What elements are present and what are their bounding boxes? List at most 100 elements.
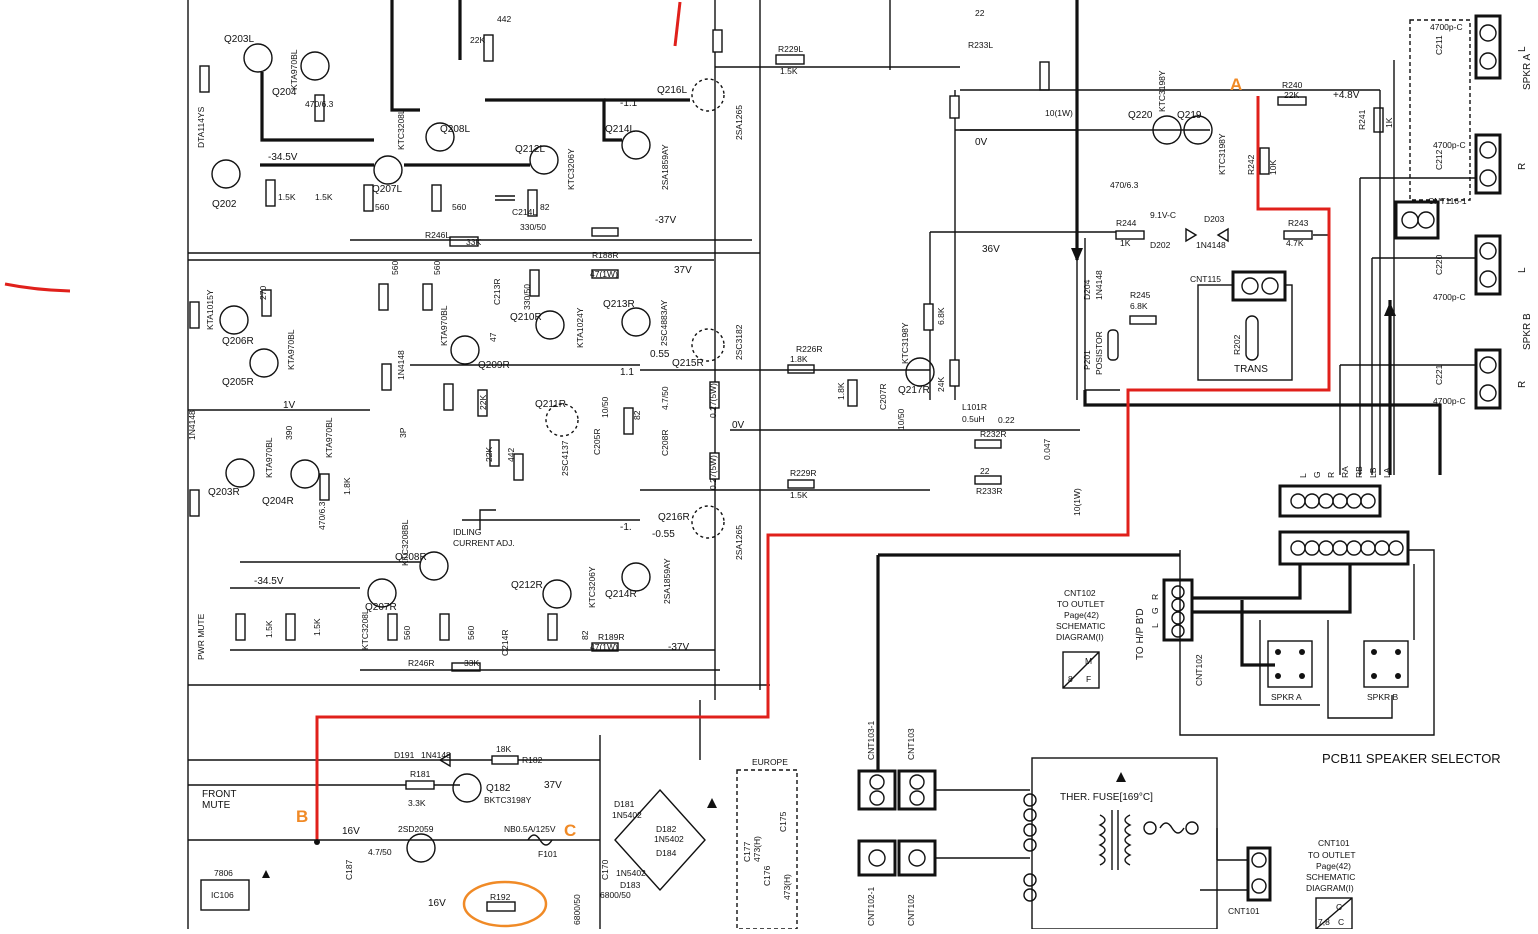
label-c176: C176 [762, 865, 772, 886]
note-cnt102-4: DIAGRAM(I) [1056, 632, 1104, 642]
cap-c202l [1039, 61, 1050, 91]
label-kta970bl-e: KTA970BL [439, 305, 449, 346]
label-d202: D202 [1150, 240, 1171, 250]
label-ther-fuse: THER. FUSE[169°C] [1060, 792, 1153, 803]
resistor-r244 [1115, 230, 1145, 240]
label-ktc3198y-b: KTC3198Y [1217, 133, 1227, 175]
transformer-winding-1 [1098, 814, 1106, 866]
label-q207l: Q207L [372, 184, 402, 195]
connector-cnt115 [1231, 270, 1287, 302]
value-442-b: 442 [506, 448, 516, 462]
label-1n4148-c: 1N4148 [396, 350, 406, 380]
label-c211: C211 [1434, 35, 1444, 55]
label-r192: R192 [490, 892, 511, 902]
label-r242: R242 [1246, 154, 1256, 175]
hp-bus-1 [1192, 564, 1302, 600]
value-22-b: 22 [975, 8, 985, 18]
resistor-r205r [189, 301, 200, 329]
value-10-1w-b: 10(1W) [1072, 488, 1082, 516]
value-4700p-d: 4700p-C [1430, 22, 1463, 32]
value-560-c: 560 [390, 261, 400, 275]
label-c177: C177 [742, 841, 752, 862]
connector-cnt102 [1162, 578, 1194, 642]
label-q216r: Q216R [658, 512, 690, 523]
label-switch-spkr-b: SPKR B [1367, 692, 1399, 702]
value-1-5k-d: 1.5K [312, 618, 322, 636]
resistor-r211l [314, 94, 325, 122]
value-1-8k-b: 1.8K [342, 477, 352, 495]
switch-spkr-b [1363, 640, 1409, 688]
label-ktc3198y-c: KTC3198Y [900, 322, 910, 364]
label-q210r: Q210R [510, 312, 542, 323]
label-q204l: Q204 [272, 87, 297, 98]
resistor-r230r [847, 379, 858, 407]
label-q212r: Q212R [511, 580, 543, 591]
value-82-b: 82 [632, 410, 642, 420]
label-l101r: L101R [962, 402, 987, 412]
value-0-27-a: 0.27(5W) [708, 383, 718, 418]
value-0-22: 0.22 [998, 415, 1015, 425]
label-r244: R244 [1116, 218, 1137, 228]
resistor-r209r [235, 613, 246, 641]
node-b [314, 839, 320, 845]
resistor-r243 [1283, 230, 1313, 240]
value-r226r: 1.8K [790, 354, 808, 364]
channel-r-lower: Q206R Q205R Q203R Q204R Q209R Q210R Q211… [187, 8, 1082, 672]
label-r188r: R188R [592, 250, 618, 260]
red-trace [315, 96, 1331, 842]
label-q203r: Q203R [208, 487, 240, 498]
resistor-r210r [285, 613, 296, 641]
bridge-rectifier [614, 788, 706, 892]
label-hp-g: G [1150, 607, 1160, 614]
resistor-r222r [513, 453, 524, 481]
label-2sd2059: 2SD2059 [398, 824, 434, 834]
resistor-r226r-a [709, 381, 720, 409]
resistor-r246r [451, 662, 481, 672]
voltage-1-1: 1.1 [620, 367, 634, 378]
connector-cnt103 [897, 769, 937, 811]
label-c220: C220 [1434, 254, 1444, 275]
value-r244: 1K [1120, 238, 1131, 248]
signal-path-4 [390, 0, 420, 112]
transistor-q219 [1183, 115, 1213, 145]
value-r181: 3.3K [408, 798, 426, 808]
resistor-r206r [261, 289, 272, 317]
note-cnt101-pg2: C [1338, 917, 1344, 927]
value-6800-b: 6800/50 [600, 890, 631, 900]
label-1n5402-b: 1N5402 [654, 834, 684, 844]
label-q217r: Q217R [898, 385, 930, 396]
value-0-047: 0.047 [1042, 438, 1052, 460]
resistor-r202 [1245, 315, 1259, 361]
connector-lower [1278, 530, 1410, 566]
label-ktc3206y-b: KTC3206Y [587, 566, 597, 608]
transistor-q206r [219, 305, 249, 335]
label-spkr-a: SPKR A [1522, 54, 1533, 90]
label-q220: Q220 [1128, 110, 1153, 121]
resistor-r246l [449, 236, 479, 247]
resistor-r211r [319, 473, 330, 501]
voltage-minus-37-bot: -37V [668, 642, 689, 653]
label-c187: C187 [344, 859, 354, 880]
resistor-r234l [949, 95, 960, 119]
label-2sa1265-b: 2SA1265 [734, 525, 744, 560]
label-cnt116: CNT116-1 [1428, 196, 1467, 206]
transistor-q207r [367, 578, 397, 608]
label-1n5402-a: 1N5402 [612, 810, 642, 820]
transistor-q203l [243, 43, 273, 73]
idling-arrow [479, 509, 496, 530]
label-q206r: Q206R [222, 336, 254, 347]
label-r226r: R226R [796, 344, 822, 354]
transistor-q202l [211, 159, 241, 189]
transistor-q208r [419, 551, 449, 581]
voltage-minus-1: -1. [620, 522, 632, 533]
value-560-e: 560 [402, 626, 412, 640]
switch-spkr-a [1267, 640, 1313, 688]
resistor-r188r [591, 269, 619, 279]
label-d181: D181 [614, 799, 635, 809]
resistor-r234r [949, 359, 960, 387]
value-330-50-a: 330/50 [520, 222, 546, 232]
marker-c: C [564, 821, 576, 840]
label-c212: C212 [1434, 149, 1444, 170]
label-q204r: Q204R [262, 496, 294, 507]
